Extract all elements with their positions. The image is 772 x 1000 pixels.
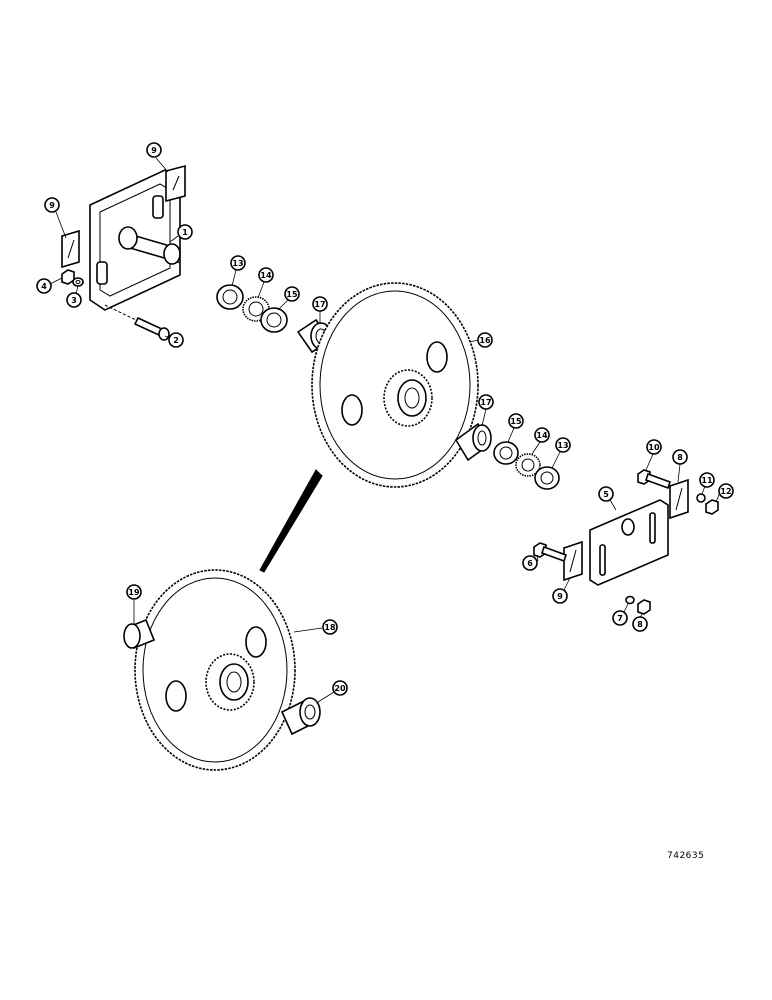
svg-text:7: 7: [617, 614, 623, 623]
document-number: 742635: [667, 851, 705, 861]
svg-text:17: 17: [480, 398, 491, 407]
bearing-17-lower: [454, 422, 492, 462]
svg-text:9: 9: [557, 592, 563, 601]
svg-text:10: 10: [648, 443, 660, 452]
callout-15b: 15: [508, 413, 524, 429]
svg-text:18: 18: [324, 623, 336, 632]
callout-1: 1: [177, 224, 193, 240]
callout-6: 6: [522, 555, 538, 571]
svg-text:2: 2: [173, 336, 179, 345]
callout-18: 18: [322, 619, 338, 635]
svg-text:13: 13: [232, 259, 243, 268]
washer-13-upper: [216, 284, 244, 310]
callout-14b: 14: [534, 427, 550, 443]
callout-9c: 9: [552, 588, 568, 604]
callout-16: 16: [477, 332, 493, 348]
svg-text:20: 20: [334, 684, 346, 693]
callout-13a: 13: [230, 255, 246, 271]
bushing-20: [280, 697, 321, 736]
adjusting-plate-5: [589, 499, 669, 586]
callout-3: 3: [66, 292, 82, 308]
sprocket-16: [311, 282, 479, 488]
svg-text:11: 11: [701, 476, 713, 485]
leader-lines: [49, 157, 721, 703]
washer-15-upper: [260, 307, 288, 333]
washer-7: [625, 595, 635, 605]
callout-13b: 13: [555, 437, 571, 453]
callout-17b: 17: [478, 394, 494, 410]
callout-4: 4: [36, 278, 52, 294]
slotted-plate-9-lower: [563, 540, 583, 582]
svg-text:17: 17: [314, 300, 325, 309]
slotted-plate-9-left: [61, 229, 80, 269]
callout-labels: 9 9 1 4 3 2 13 14 15 17 16 17 15 14 13 1…: [36, 142, 734, 696]
thrust-washer-14-lower: [515, 453, 541, 477]
callout-12: 12: [718, 483, 734, 499]
svg-text:8: 8: [637, 620, 643, 629]
washer-11: [696, 493, 706, 503]
callout-9b: 9: [44, 197, 60, 213]
bolt-2: [104, 304, 170, 341]
washer-15-lower: [493, 441, 519, 465]
callout-7: 7: [612, 610, 628, 626]
svg-text:3: 3: [71, 296, 77, 305]
svg-text:12: 12: [720, 487, 731, 496]
svg-text:15: 15: [510, 417, 522, 426]
svg-text:5: 5: [603, 490, 609, 499]
svg-text:16: 16: [479, 336, 491, 345]
svg-text:14: 14: [536, 431, 548, 440]
slotted-plate-8-upper: [669, 478, 689, 520]
svg-text:14: 14: [260, 271, 272, 280]
callout-15a: 15: [284, 286, 300, 302]
nut-4: [61, 269, 75, 285]
slotted-plate-9-upper: [165, 164, 186, 203]
callout-2: 2: [168, 332, 184, 348]
svg-text:6: 6: [527, 559, 533, 568]
drive-chain: [259, 469, 323, 573]
svg-text:9: 9: [49, 201, 55, 210]
bolt-10: [637, 469, 672, 490]
callout-8a: 8: [672, 449, 688, 465]
svg-text:13: 13: [557, 441, 568, 450]
callout-8b: 8: [632, 616, 648, 632]
washer-3: [72, 277, 84, 287]
washer-13-lower: [534, 466, 560, 490]
callout-11: 11: [699, 472, 715, 488]
callout-9a: 9: [146, 142, 162, 158]
callout-19: 19: [126, 584, 142, 600]
svg-text:1: 1: [182, 228, 188, 237]
callout-17a: 17: [312, 296, 328, 312]
stub-shaft: [118, 226, 181, 265]
svg-text:9: 9: [151, 146, 157, 155]
svg-text:8: 8: [677, 453, 683, 462]
svg-text:15: 15: [286, 290, 298, 299]
bushing-19: [123, 618, 156, 650]
callout-5: 5: [598, 486, 614, 502]
callout-14a: 14: [258, 267, 274, 283]
svg-text:19: 19: [128, 588, 140, 597]
callout-10: 10: [646, 439, 662, 455]
sprocket-18: [134, 569, 296, 771]
callout-20: 20: [332, 680, 348, 696]
svg-text:4: 4: [41, 282, 47, 291]
nut-8: [637, 599, 651, 615]
nut-12: [705, 499, 719, 515]
bolt-6: [533, 542, 568, 563]
